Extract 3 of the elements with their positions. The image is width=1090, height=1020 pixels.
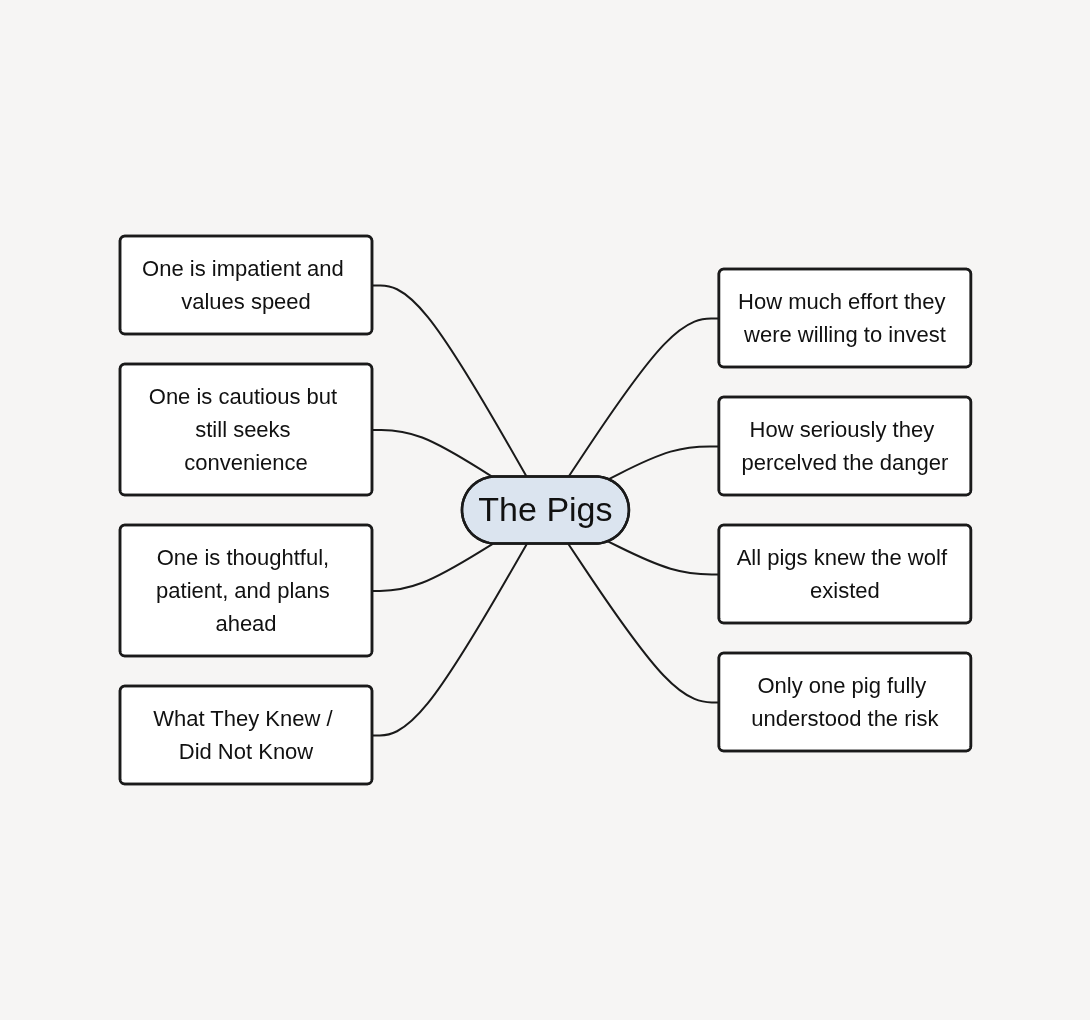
connector [371, 543, 528, 737]
connector [371, 542, 494, 592]
connector [371, 284, 528, 478]
